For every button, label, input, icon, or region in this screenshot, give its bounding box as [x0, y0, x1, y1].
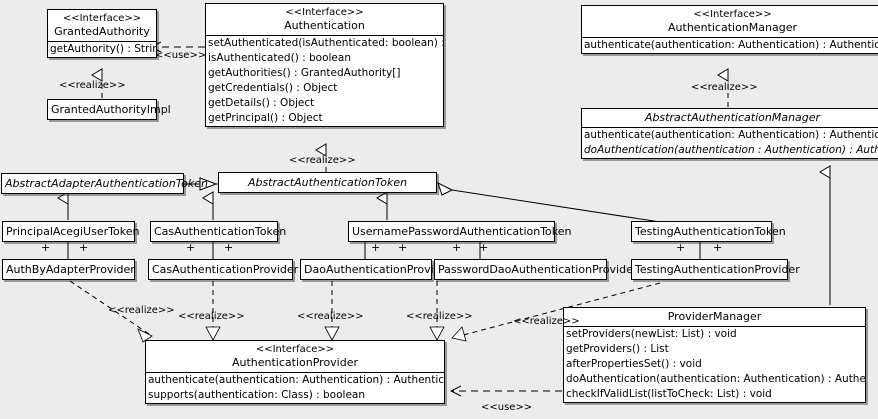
class-name-label: AbstractAuthenticationManager [644, 111, 821, 124]
edge-label-realize-granted-authority: <<realize>> [59, 80, 126, 91]
class-name-label: AuthByAdapterProvider [6, 263, 135, 276]
class-header: <<Interface>> Authentication [206, 4, 443, 35]
class-methods: setAuthenticated(isAuthenticated: boolea… [206, 35, 443, 126]
edge-label-realize-abstract-auth-token: <<realize>> [289, 155, 356, 166]
method-item: doAuthentication(authentication : Authen… [584, 144, 878, 156]
multiplicity-marker: + [79, 241, 89, 254]
edge-label-realize-abstract-auth-manager: <<realize>> [691, 82, 758, 93]
method-item: setProviders(newList: List) : void [566, 328, 737, 340]
multiplicity-marker: + [479, 241, 489, 254]
stereotype-label: <<Interface>> [285, 7, 364, 18]
class-methods: setProviders(newList: List) : void getPr… [564, 326, 865, 402]
class-principal-acegi-user-token[interactable]: PrincipalAcegiUserToken [2, 221, 140, 242]
class-name-label: Authentication [284, 19, 365, 32]
class-name-label: AuthenticationManager [668, 21, 797, 34]
class-name-label: CasAuthenticationToken [154, 225, 287, 238]
class-name-label: ProviderManager [667, 310, 762, 323]
class-authentication-provider[interactable]: <<Interface>> AuthenticationProvider aut… [145, 340, 445, 404]
multiplicity-marker: + [186, 241, 196, 254]
class-password-dao-authentication-provider[interactable]: PasswordDaoAuthenticationProvider [434, 259, 638, 280]
class-name-label: UsernamePasswordAuthenticationToken [352, 225, 572, 238]
method-item: setAuthenticated(isAuthenticated: boolea… [208, 37, 443, 49]
class-methods: authenticate(authentication: Authenticat… [582, 37, 878, 53]
class-abstract-authentication-manager[interactable]: AbstractAuthenticationManager authentica… [581, 108, 878, 159]
class-methods: getAuthority() : String [48, 41, 156, 57]
method-item: isAuthenticated() : boolean [208, 52, 351, 64]
class-dao-authentication-provider[interactable]: DaoAuthenticationProvider [300, 259, 452, 280]
method-item: authenticate(authentication: Authenticat… [584, 39, 878, 51]
class-username-password-authentication-token[interactable]: UsernamePasswordAuthenticationToken [348, 221, 572, 242]
class-abstract-authentication-token[interactable]: AbstractAuthenticationToken [218, 172, 437, 193]
edge-label-use-granted-authority: <<use>> [155, 50, 207, 61]
class-name-label: TestingAuthenticationProvider [635, 263, 800, 276]
multiplicity-marker: + [371, 241, 381, 254]
class-name-label: AbstractAdapterAuthenticationToken [5, 177, 208, 190]
class-abstract-adapter-authentication-token[interactable]: AbstractAdapterAuthenticationToken [1, 173, 208, 194]
multiplicity-marker: + [452, 241, 462, 254]
stereotype-label: <<Interface>> [255, 344, 335, 355]
class-testing-authentication-token[interactable]: TestingAuthenticationToken [631, 221, 786, 242]
multiplicity-marker: + [398, 241, 408, 254]
method-item: supports(authentication: Class) : boolea… [148, 389, 365, 401]
multiplicity-marker: + [224, 241, 234, 254]
method-item: authenticate(authentication: Authenticat… [584, 129, 878, 141]
multiplicity-marker: + [41, 241, 51, 254]
class-header: <<Interface>> GrantedAuthority [48, 10, 156, 41]
edge-testingtoken-generalizes-abstracttoken [437, 182, 661, 223]
edge-label-realize-provider-3: <<realize>> [297, 311, 364, 322]
edge-label-realize-provider-2: <<realize>> [178, 311, 245, 322]
class-header: ProviderManager [564, 308, 865, 326]
class-header: <<Interface>> AuthenticationProvider [146, 341, 444, 372]
edge-label-realize-provider-1: <<realize>> [108, 305, 175, 316]
class-name-label: PasswordDaoAuthenticationProvider [438, 263, 638, 276]
stereotype-label: <<Interface>> [62, 13, 142, 24]
class-name-label: GrantedAuthorityImpl [51, 103, 171, 116]
class-granted-authority-impl[interactable]: GrantedAuthorityImpl [47, 99, 171, 120]
method-item: getCredentials() : Object [208, 82, 338, 94]
class-name-label: AuthenticationProvider [231, 356, 359, 369]
method-item: afterPropertiesSet() : void [566, 358, 702, 370]
class-granted-authority[interactable]: <<Interface>> GrantedAuthority getAuthor… [47, 9, 157, 58]
edge-label-realize-provider-5: <<realize>> [513, 316, 580, 327]
class-header: <<Interface>> AuthenticationManager [582, 6, 878, 37]
class-name-label: AbstractAuthenticationToken [247, 176, 408, 189]
class-testing-authentication-provider[interactable]: TestingAuthenticationProvider [631, 259, 800, 280]
class-provider-manager[interactable]: ProviderManager setProviders(newList: Li… [563, 307, 866, 403]
edge-label-realize-provider-4: <<realize>> [406, 311, 473, 322]
class-name-label: TestingAuthenticationToken [635, 225, 786, 238]
method-item: checkIfValidList(listToCheck: List) : vo… [566, 388, 772, 400]
class-name-label: CasAuthenticationProvider [152, 263, 299, 276]
method-item: doAuthentication(authentication: Authent… [566, 373, 865, 385]
class-cas-authentication-token[interactable]: CasAuthenticationToken [150, 221, 287, 242]
method-item: getAuthorities() : GrantedAuthority[] [208, 67, 401, 79]
class-methods: authenticate(authentication: Authenticat… [146, 372, 444, 403]
class-name-label: GrantedAuthority [54, 25, 150, 38]
class-methods: authenticate(authentication: Authenticat… [582, 127, 878, 158]
edge-label-use-provider-manager: <<use>> [481, 402, 533, 413]
class-authentication[interactable]: <<Interface>> Authentication setAuthenti… [205, 3, 444, 127]
method-item: getAuthority() : String [50, 43, 156, 55]
class-name-label: PrincipalAcegiUserToken [6, 225, 140, 238]
method-item: authenticate(authentication: Authenticat… [148, 374, 444, 386]
stereotype-label: <<Interface>> [693, 9, 772, 20]
method-item: getDetails() : Object [208, 97, 315, 109]
method-item: getPrincipal() : Object [208, 112, 323, 124]
multiplicity-marker: + [676, 241, 686, 254]
class-header: AbstractAuthenticationManager [582, 109, 878, 127]
class-name-label: DaoAuthenticationProvider [304, 263, 452, 276]
class-authentication-manager[interactable]: <<Interface>> AuthenticationManager auth… [581, 5, 878, 54]
method-item: getProviders() : List [566, 343, 669, 355]
class-auth-by-adapter-provider[interactable]: AuthByAdapterProvider [2, 259, 135, 280]
multiplicity-marker: + [713, 241, 723, 254]
class-cas-authentication-provider[interactable]: CasAuthenticationProvider [148, 259, 299, 280]
